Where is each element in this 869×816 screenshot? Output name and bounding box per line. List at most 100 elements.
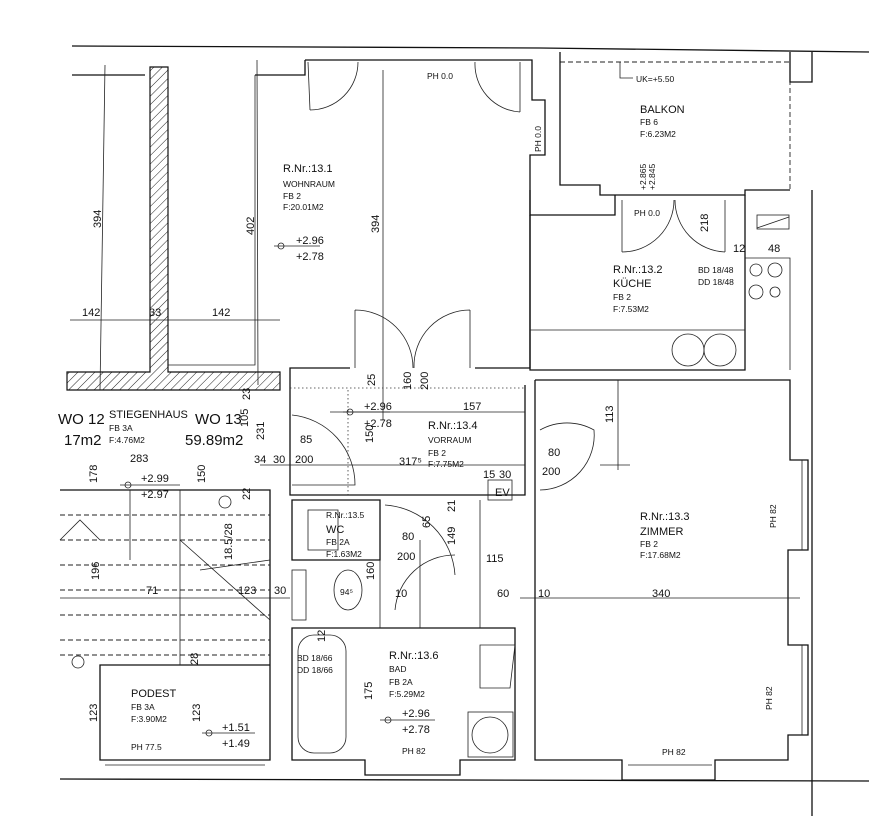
room-name: ZIMMER [640, 526, 683, 538]
room-number: R.Nr.:13.3 [640, 511, 690, 523]
room-name: BALKON [640, 104, 685, 116]
level-bottom: +2.78 [402, 724, 430, 736]
dimension-label: 85 [300, 434, 312, 446]
balkon [559, 52, 813, 196]
stair-ratio: 18.5/28 [223, 523, 235, 560]
room-bad: R.Nr.:13.6 BAD FB 2A F:5.29M2 +2.96 +2.7… [297, 650, 439, 756]
dd-label: DD 18/66 [297, 665, 333, 675]
dimension-label: 196 [90, 562, 102, 580]
dimension-label: 123 [238, 585, 256, 597]
room-fb: FB 2 [613, 292, 631, 302]
room-fb: FB 2A [326, 537, 350, 547]
room-area: F:3.90M2 [131, 714, 167, 724]
dimension-label: 105 [239, 409, 251, 427]
dimension-label: 142 [82, 307, 100, 319]
ph-label: PH 0.0 [533, 126, 543, 152]
room-number: R.Nr.:13.2 [613, 264, 663, 276]
dimension-label: 150 [196, 465, 208, 483]
dimension-label: 317⁵ [399, 456, 422, 468]
dimension-label: 394 [370, 215, 382, 233]
dimension-label: 28 [189, 653, 201, 665]
dimension-label: 115 [486, 553, 504, 565]
dimension-label: 10 [395, 588, 407, 600]
dimension-label: 23 [241, 388, 253, 400]
ph-labels: PH 0.0 PH 0.0 PH 0.0 PH 82 PH 82 PH 82 [427, 71, 778, 757]
ph-label: PH 82 [662, 747, 686, 757]
dimension-label: 80 [402, 531, 414, 543]
room-fb: FB 2A [389, 677, 413, 687]
dimension-label: 80 [548, 447, 560, 459]
dimension-label: 340 [652, 588, 670, 600]
level-bottom: +2.97 [141, 489, 169, 501]
room-zimmer: R.Nr.:13.3 ZIMMER FB 2 F:17.68M2 [640, 511, 690, 560]
dimension-label: 12 [316, 630, 328, 642]
dimension-label: 48 [768, 243, 780, 255]
dd-label: DD 18/48 [698, 277, 734, 287]
unit-labels: WO 13 59.89m2 WO 12 17m2 [58, 411, 243, 449]
room-wc: R.Nr.:13.5 WC FB 2A F:1.63M2 [326, 510, 365, 559]
room-area: F:20.01M2 [283, 202, 324, 212]
dimension-label: 402 [245, 217, 257, 235]
room-number: R.Nr.:13.6 [389, 650, 439, 662]
room-number: R.Nr.:13.1 [283, 163, 333, 175]
dimension-label: 394 [92, 210, 104, 228]
dimension-label: 25 [366, 374, 378, 386]
room-name: WC [326, 524, 344, 536]
room-area: F:6.23M2 [640, 129, 676, 139]
dimension-label: 160 [365, 562, 377, 580]
vorraum [260, 385, 526, 501]
room-name: BAD [389, 664, 406, 674]
room-podest: PODEST FB 3A F:3.90M2 PH 77.5 +1.51 +1.4… [131, 688, 250, 752]
room-balkon: UK=+5.50 BALKON FB 6 F:6.23M2 +2.865 +2.… [636, 74, 685, 190]
dimension-label: 65 [421, 516, 433, 528]
room-name: VORRAUM [428, 435, 471, 445]
level-bottom: +1.49 [222, 738, 250, 750]
bd-label: BD 18/66 [297, 653, 333, 663]
level-2: +2.845 [647, 163, 657, 190]
room-fb: FB 3A [131, 702, 155, 712]
dimension-label: 283 [130, 453, 148, 465]
room-fb: FB 6 [640, 117, 658, 127]
room-area: F:7.75M2 [428, 459, 464, 469]
level-bottom: +2.78 [364, 418, 392, 430]
level-top: +2.99 [141, 473, 169, 485]
room-wohnraum: R.Nr.:13.1 WOHNRAUM FB 2 F:20.01M2 +2.96… [283, 163, 335, 263]
room-name: WOHNRAUM [283, 179, 335, 189]
dimension-label: 10 [538, 588, 550, 600]
dimension-label: 71 [146, 585, 158, 597]
room-number: R.Nr.:13.4 [428, 420, 478, 432]
dimension-label: 231 [255, 422, 267, 440]
dimension-label: 200 [542, 466, 560, 478]
outer-walls [59, 45, 869, 816]
dimension-label: 123 [191, 704, 203, 722]
zimmer [520, 379, 809, 781]
uk-label: UK=+5.50 [636, 74, 675, 84]
ph-label: PH 82 [768, 504, 778, 528]
room-area: F:1.63M2 [326, 549, 362, 559]
room-area: F:7.53M2 [613, 304, 649, 314]
ph-label: PH 82 [764, 686, 774, 710]
dimension-label: 142 [212, 307, 230, 319]
dimension-label: 33 [149, 307, 161, 319]
hatched-wall [66, 66, 281, 391]
unit-wo12-name: WO 12 [58, 411, 105, 428]
level-top: +1.51 [222, 722, 250, 734]
dimension-label: 123 [88, 704, 100, 722]
dimension-label: 94⁵ [340, 587, 353, 597]
ph-label: PH 77.5 [131, 742, 162, 752]
ph-label: PH 0.0 [427, 71, 453, 81]
dimension-label: 157 [463, 401, 481, 413]
level-1: +2.865 [638, 163, 648, 190]
room-stiegenhaus: STIEGENHAUS FB 3A F:4.76M2 +2.99 +2.97 [109, 409, 188, 501]
dimension-label: 200 [295, 454, 313, 466]
room-area: F:5.29M2 [389, 689, 425, 699]
ph-label: PH 0.0 [634, 208, 660, 218]
room-fb: FB 2 [283, 191, 301, 201]
unit-wo12-area: 17m2 [64, 432, 102, 449]
level-bottom: +2.78 [296, 251, 324, 263]
room-kueche: R.Nr.:13.2 KÜCHE FB 2 F:7.53M2 BD 18/48 … [613, 264, 734, 314]
dimension-label: 15 [483, 469, 495, 481]
dimension-label: 113 [604, 405, 616, 423]
dimension-label: 175 [363, 682, 375, 700]
